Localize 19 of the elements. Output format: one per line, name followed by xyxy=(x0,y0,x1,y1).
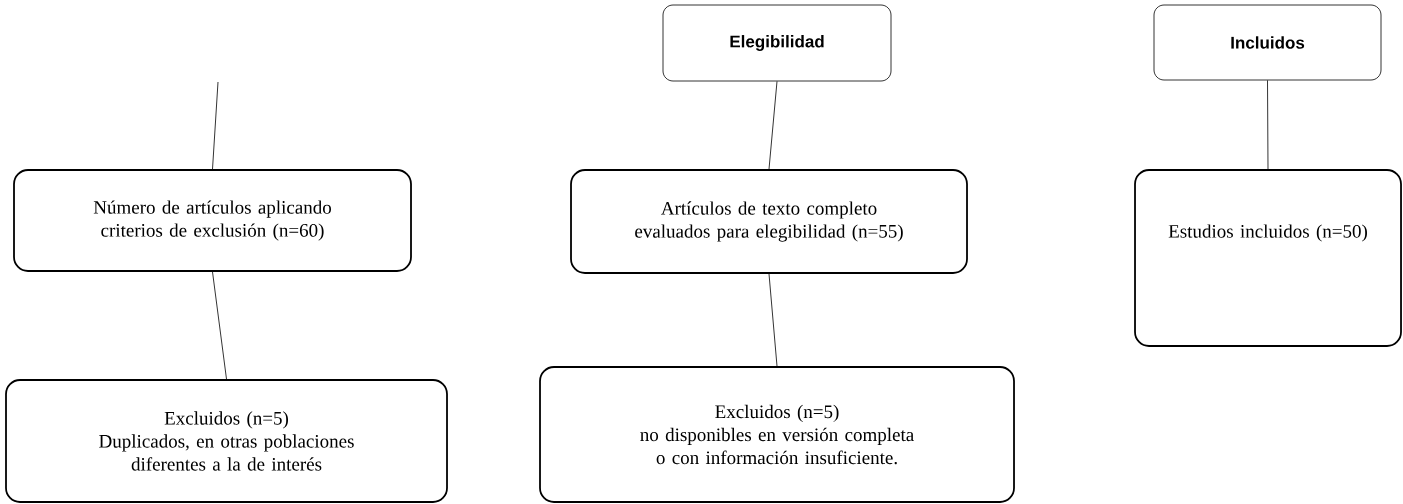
box-text: Excluidos (n=5) no disponibles en versión completa o con información insuficiente. xyxy=(640,404,914,465)
heading-box xyxy=(1153,4,1382,81)
heading-box xyxy=(662,4,892,82)
process-box xyxy=(539,366,1015,503)
box-text: Número de artículos aplicando criterios de exclusión (n=60) xyxy=(93,200,331,241)
box-text: Estudios incluidos (n=50) xyxy=(1168,224,1367,242)
connector-line xyxy=(212,81,219,170)
box-text: Incluidos xyxy=(1231,36,1305,49)
process-box xyxy=(5,379,448,503)
box-text: Excluidos (n=5) Duplicados, en otras poblaciones diferentes a la de interés xyxy=(99,411,354,471)
connector-line xyxy=(768,273,778,367)
connector-line xyxy=(768,81,778,170)
connector-line xyxy=(1267,80,1269,170)
box-text: Artículos de texto completo evaluados para elegibilidad (n=55) xyxy=(635,201,903,242)
process-box xyxy=(570,169,968,274)
connector-line xyxy=(212,271,227,380)
process-box xyxy=(13,169,412,272)
box-text: Elegibilidad xyxy=(730,35,824,51)
process-box xyxy=(1134,169,1402,347)
